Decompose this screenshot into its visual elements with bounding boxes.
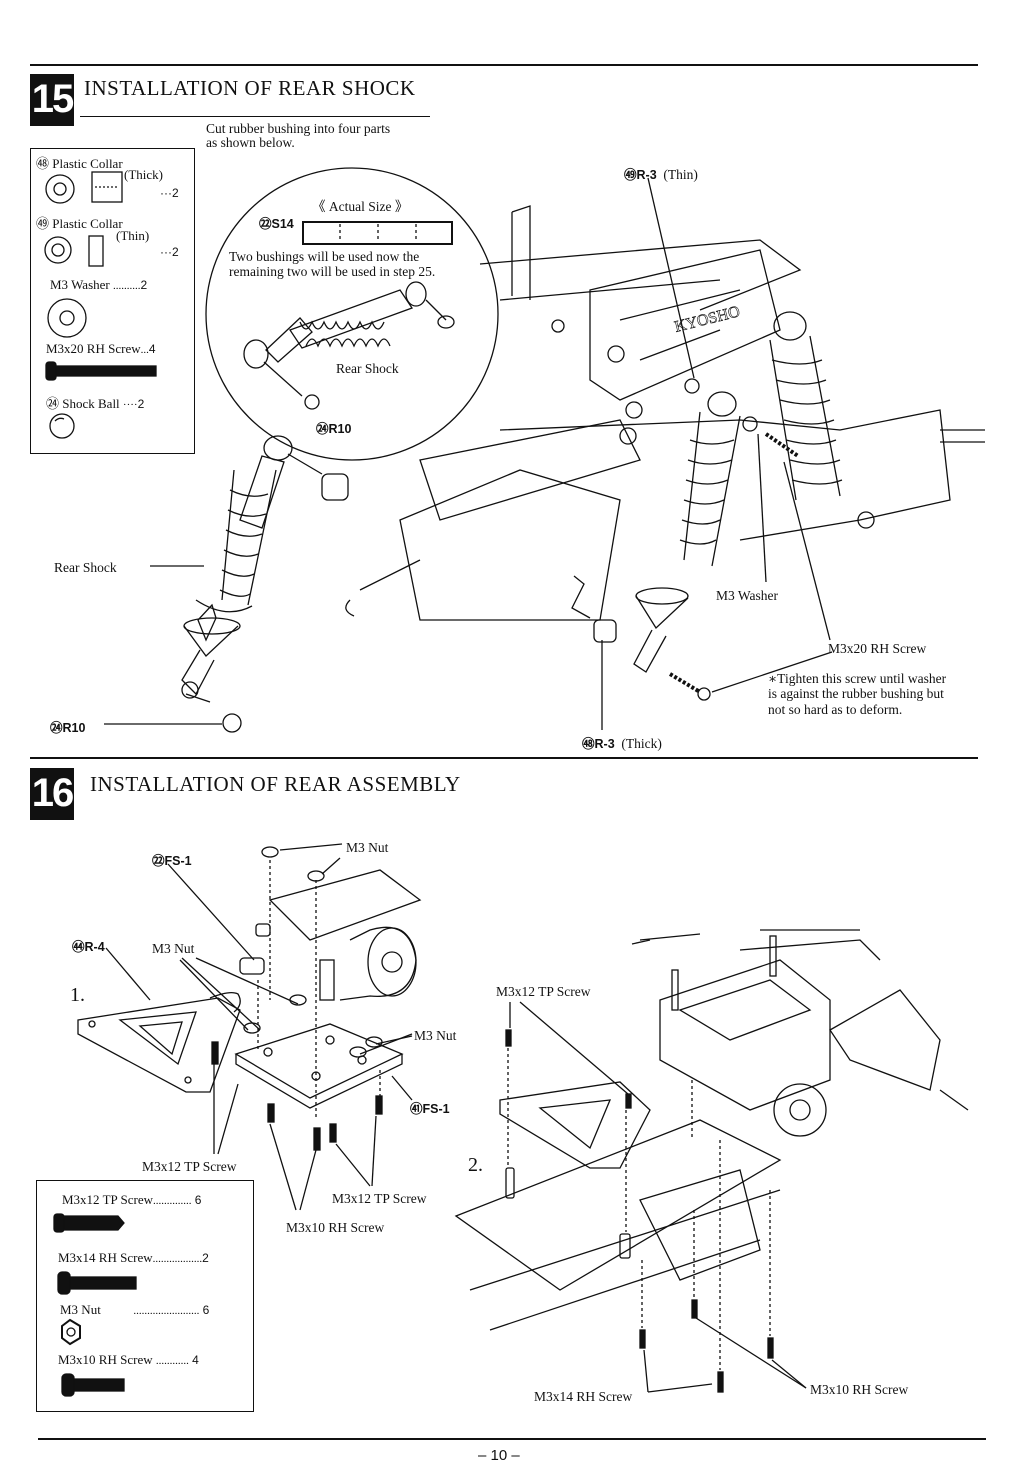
r3-thick-label: ㊽R-3 (Thick) [582,736,662,751]
part-plastic-collar-thick: ㊽ Plastic Collar [36,156,123,171]
r4-label: ㊹R-4 [72,940,105,954]
bushing-actual-size-icon [302,221,453,245]
fs1-top-label: ㉒FS-1 [152,854,192,868]
part-plastic-collar-thin-qty: ···2 [160,245,179,259]
motor-icon [268,869,422,1001]
page-number: – 10 – [478,1447,520,1464]
plastic-collar-thick-icon [45,171,123,204]
step-15-title: INSTALLATION OF REAR SHOCK [84,76,416,100]
m3x14-rh-screw-icon [57,1271,137,1295]
tighten-note-line-2: is against the rubber bushing but [768,686,944,701]
bushing-note-line-1: Two bushings will be used now the [229,249,420,264]
r10-inset-label: ㉔R10 [316,422,352,436]
m3-nut-top-label: M3 Nut [346,840,389,855]
m3-washer-icon [47,298,87,338]
m3-nut-right-label: M3 Nut [414,1028,457,1043]
chassis-right-icon [454,929,969,1331]
part-plastic-collar-thin-sub: (Thin) [116,228,150,243]
step-16-number: 16 [30,768,74,820]
collar-icon [321,473,349,501]
m3-nut-left-label: M3 Nut [152,941,195,956]
inset-rear-shock-icon [243,281,455,369]
m3x20-screw-icon [45,361,157,381]
m3x20-label: M3x20 RH Screw [828,641,927,656]
bushing-note-line-2: remaining two will be used in step 25. [229,264,436,279]
tighten-note-line-1: ∗Tighten this screw until washer [768,671,947,686]
m3x12-tp-screw-icon [53,1213,125,1233]
section-divider [30,757,978,759]
tighten-note-line-3: not so hard as to deform. [768,702,903,717]
step-2-marker: 2. [468,1154,483,1176]
part-plastic-collar-thick-qty: ···2 [160,186,179,200]
detail-inset-circle [205,167,499,461]
step-1-marker: 1. [70,984,85,1006]
title-underline [80,116,430,117]
plastic-collar-thin-icon [44,235,104,267]
r10-ball-icon [222,713,242,733]
step-16-parts-box [36,1180,254,1412]
step-15-parts-box [30,148,195,454]
top-rule [30,64,978,66]
m3x10-mid-label: M3x10 RH Screw [286,1220,385,1235]
right-hardware-icons [505,1029,774,1393]
part-m3x14-rh: M3x14 RH Screw..................2 [58,1250,209,1265]
cut-note-line-2: as shown below. [206,135,295,150]
bushing-code: ㉒S14 [259,217,294,231]
part-m3-nut: M3 Nut ........................ 6 [60,1302,210,1317]
part-plastic-collar-thin: ㊾ Plastic Collar [36,216,123,231]
m3x12-mid-label: M3x12 TP Screw [332,1191,427,1206]
part-m3x12-tp: M3x12 TP Screw.............. 6 [62,1192,202,1207]
part-m3-washer: M3 Washer ..........2 [50,277,148,292]
bottom-rule [38,1438,986,1440]
shock-ball-icon [49,413,75,439]
step-15-number: 15 [30,74,74,126]
rear-shock-large-icon [181,435,293,699]
m3-nut-icon [61,1318,81,1346]
actual-size-label: 《 Actual Size 》 [312,199,409,214]
r10-bottom-label: ㉔R10 [50,721,86,735]
rear-shock-inset-label: Rear Shock [336,361,399,376]
rear-shock-left-label: Rear Shock [54,560,117,575]
m3x14-bottom-label: M3x14 RH Screw [534,1389,633,1404]
r4-arm-icon [77,992,241,1093]
part-shock-ball: ㉔ Shock Ball ····2 [46,396,145,411]
m3x10-bottom-label: M3x10 RH Screw [810,1382,909,1397]
fs1-right-label: ㊶FS-1 [410,1102,450,1116]
m3-washer-label: M3 Washer [716,588,779,603]
part-m3x20-screw: M3x20 RH Screw...4 [46,341,156,356]
rear-shock-installed-icon [633,311,875,673]
cut-note-line-1: Cut rubber bushing into four parts [206,121,391,136]
part-m3x10-rh: M3x10 RH Screw ............ 4 [58,1352,199,1367]
part-plastic-collar-thick-sub: (Thick) [124,167,163,182]
m3x12-left-label: M3x12 TP Screw [142,1159,237,1174]
m3x12-right-label: M3x12 TP Screw [496,984,591,999]
step-16-title: INSTALLATION OF REAR ASSEMBLY [90,772,461,796]
m3x10-rh-screw-icon [61,1373,125,1397]
rear-chassis-icon: KYOSHO [345,205,985,621]
